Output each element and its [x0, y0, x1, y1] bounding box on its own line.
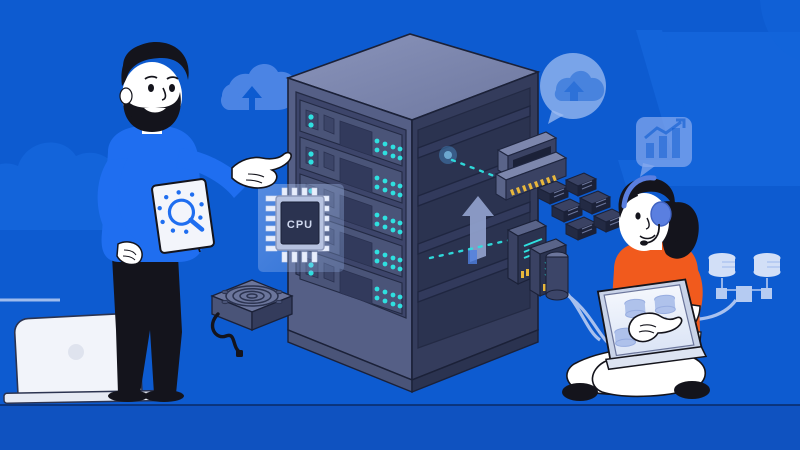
chart-trend-arrowhead — [676, 118, 686, 128]
cloud-upload-icon[interactable] — [220, 63, 298, 110]
woman-nose — [645, 217, 650, 230]
capacitor-cylinder[interactable] — [545, 251, 569, 301]
cloud-upload-bubble-icon[interactable] — [540, 53, 606, 124]
data-glow-core — [444, 151, 452, 159]
woman-right-sleeve — [678, 258, 703, 312]
fan-screws — [221, 289, 283, 305]
man-right-arm — [176, 148, 248, 198]
headset-earcup — [650, 201, 672, 227]
man-shoe-right — [144, 390, 184, 402]
laptop-logo — [68, 344, 84, 360]
man-mouth — [144, 108, 166, 113]
seated-support-agent[interactable] — [562, 175, 710, 401]
man-brow-right — [166, 76, 179, 80]
woman-foot-left — [562, 383, 598, 401]
rack-slot[interactable] — [299, 99, 403, 167]
memory-chip — [564, 172, 598, 197]
database-network-diagram[interactable] — [708, 253, 781, 303]
background-blob-right — [760, 0, 800, 60]
woman-foot-right — [674, 381, 710, 399]
man-left-hand — [116, 241, 143, 266]
man-ear — [119, 87, 133, 105]
man-brow-left — [144, 75, 158, 80]
cooling-fan[interactable] — [210, 279, 294, 357]
fan-cable — [210, 312, 242, 354]
rack-base-side — [411, 328, 539, 394]
cpu-die — [280, 201, 320, 245]
analytics-chart-bubble-icon[interactable] — [636, 117, 692, 177]
tablet-screen — [151, 178, 215, 254]
data-flow-arrow — [462, 196, 494, 264]
chart-bar-3 — [672, 128, 680, 158]
fan-cable-plug — [236, 350, 243, 357]
headset-mic — [640, 240, 648, 246]
woman-right-hand — [628, 312, 683, 343]
memory-chip — [536, 180, 570, 205]
memory-chip — [550, 198, 584, 223]
headset-band — [621, 175, 657, 209]
cpu-chip[interactable]: CPU — [258, 184, 344, 272]
man-shoe-left — [108, 390, 148, 402]
magnifier-search-icon — [157, 190, 205, 234]
cloud-silhouette — [0, 142, 120, 230]
fan-grille — [225, 285, 279, 307]
woman-mouth — [639, 234, 656, 240]
analysis-tablet[interactable] — [151, 178, 215, 254]
ram-module[interactable] — [494, 151, 568, 201]
woman-eye-left — [635, 212, 641, 220]
laptop-keyboard-deck — [605, 345, 708, 371]
rack-slot[interactable] — [299, 136, 403, 204]
cpu-label: CPU — [287, 219, 313, 231]
headset-icon[interactable] — [621, 175, 672, 246]
ram-gold-contacts — [509, 174, 557, 196]
memory-chip-grid[interactable] — [536, 172, 626, 241]
man-eye-right — [169, 84, 175, 92]
man-left-arm — [97, 158, 136, 252]
man-eye-left — [148, 84, 154, 92]
man-pointing-hand — [231, 151, 292, 189]
chart-bar-1 — [646, 143, 654, 158]
memory-chip — [564, 216, 598, 241]
man-nose — [161, 87, 167, 101]
chart-trend-line — [644, 120, 682, 140]
standing-technician[interactable] — [97, 42, 292, 402]
memory-chip — [592, 208, 626, 233]
man-pants — [112, 256, 182, 394]
memory-chip — [578, 190, 612, 215]
ground-plane — [0, 405, 800, 450]
chart-bar-2 — [659, 136, 667, 158]
